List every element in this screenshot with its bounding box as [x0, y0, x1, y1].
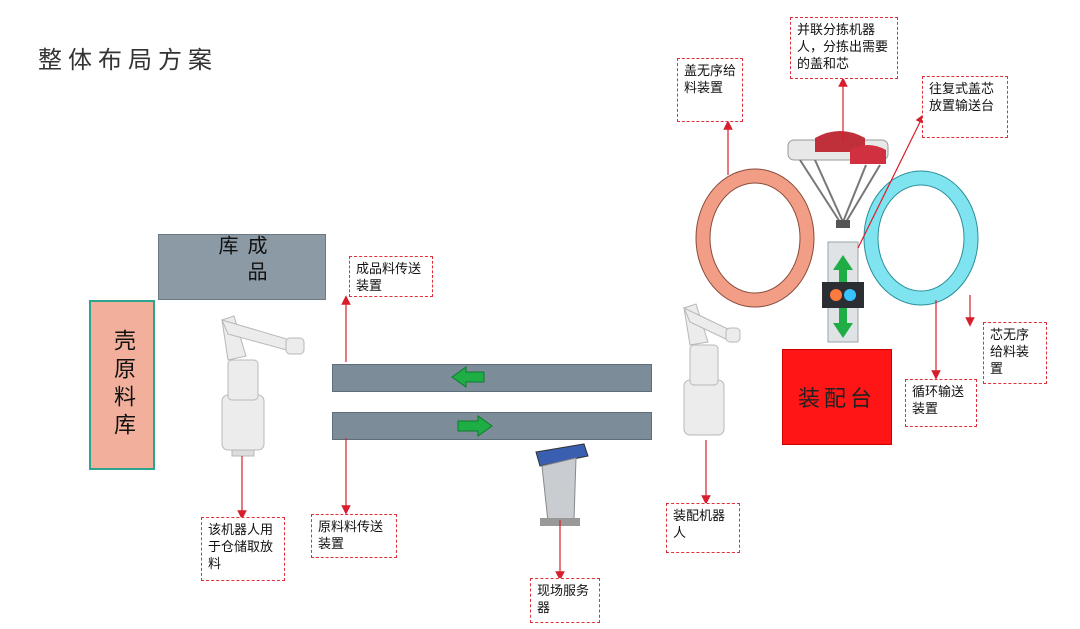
page-title: 整体布局方案: [38, 46, 218, 74]
field-server-callout: 现场服务器: [530, 578, 600, 623]
delta-robot-icon: [787, 131, 889, 228]
assembly-robot-callout: 装配机器人: [666, 503, 740, 553]
assembly-robot-icon: [683, 303, 741, 436]
callout-lines: [237, 77, 975, 581]
parallel-robot-callout: 并联分拣机器人，分拣出需要的盖和芯: [790, 17, 898, 79]
storage-robot-callout: 该机器人用于仓储取放料: [201, 517, 285, 581]
core-feeder-ring: [864, 171, 978, 305]
lid-feeder-callout: 盖无序给料装置: [677, 58, 743, 122]
shuttle-conveyor: [822, 241, 864, 343]
assembly-table-block: 装配台: [782, 349, 892, 445]
belt-arrow-right-icon: [457, 415, 493, 437]
finished-conveyor-belt: [332, 364, 652, 392]
server-kiosk-icon: [535, 443, 589, 526]
lid-feeder-ring: [696, 169, 814, 307]
finished-storage-block: 成品库: [158, 234, 326, 300]
loop-conveyor-callout: 循环输送装置: [905, 379, 977, 427]
shuttle-conveyor-callout: 往复式盖芯放置输送台: [922, 76, 1008, 138]
raw-conveyor-callout: 原料料传送装置: [311, 514, 397, 558]
storage-robot-icon: [221, 315, 305, 457]
shell-storage-block: 壳原料库: [89, 300, 155, 470]
core-feeder-callout: 芯无序给料装置: [983, 322, 1047, 384]
finished-conveyor-callout: 成品料传送装置: [349, 256, 433, 297]
belt-arrow-left-icon: [451, 366, 485, 388]
